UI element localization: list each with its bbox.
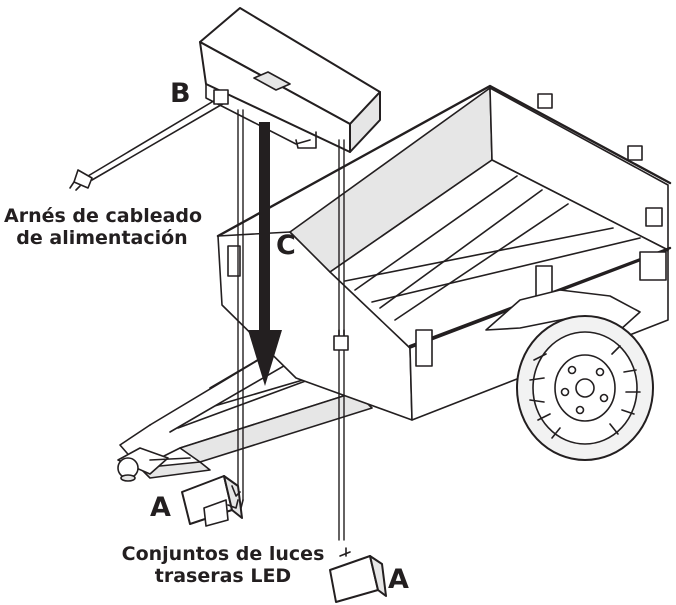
label-a-right: A: [388, 564, 409, 595]
tail-lights-label-line1: Conjuntos de luces: [121, 543, 325, 565]
tail-lights-label: Conjuntos de luces traseras LED: [118, 543, 328, 588]
toolbox: [199, 7, 381, 153]
label-b: B: [170, 78, 191, 109]
power-harness: [69, 89, 229, 191]
trailer-wheel: [485, 289, 654, 461]
power-harness-label-line1: Arnés de cableado: [4, 205, 203, 227]
power-harness-label-line2: de alimentación: [16, 226, 188, 249]
label-c: C: [276, 230, 296, 261]
tail-lights-label-line2: traseras LED: [154, 564, 292, 587]
tail-light-right: [329, 547, 387, 603]
label-a-left: A: [150, 492, 171, 523]
power-harness-label: Arnés de cableado de alimentación: [4, 205, 203, 250]
hitch-coupler: [117, 447, 191, 482]
install-arrow: [248, 122, 282, 386]
tail-light-left: [181, 475, 243, 527]
